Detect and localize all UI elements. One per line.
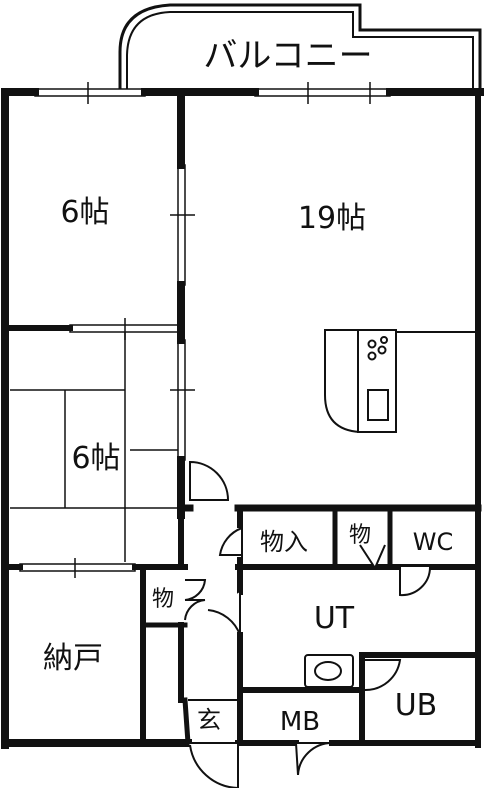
room-label-entrance: 玄 [197,706,221,734]
room-label-ub: UB [395,688,438,723]
room-label-nando: 納戸 [43,641,103,676]
door-ub [364,659,402,692]
room-label-living: 19帖 [298,201,366,236]
kitchen-counter [324,329,397,434]
balcony-label: バルコニー [203,36,372,76]
room-label-closet-small-left: 物 [152,587,174,612]
door-mono-iri [218,525,243,562]
door-mb [294,741,333,776]
door-small-closet [359,544,386,571]
tatami-lines [10,332,178,562]
room-label-ut: UT [314,601,355,636]
window-ticks [74,82,371,578]
room-label-wc: WC [413,528,454,556]
room-label-mb: MB [280,707,320,737]
door-ut [207,592,241,636]
walls [1,88,484,749]
room-label-closet-large: 物入 [260,528,308,556]
wash-basin [304,654,354,688]
door-mono-left [184,579,207,621]
doors [184,460,432,788]
room-label-closet-small-top: 物 [349,523,371,548]
door-entrance [188,742,239,788]
door-ldk [189,460,230,501]
room-label-japanese: 6帖 [71,441,120,476]
balcony [118,3,482,92]
door-wc [399,566,432,597]
room-label-western: 6帖 [60,195,109,230]
